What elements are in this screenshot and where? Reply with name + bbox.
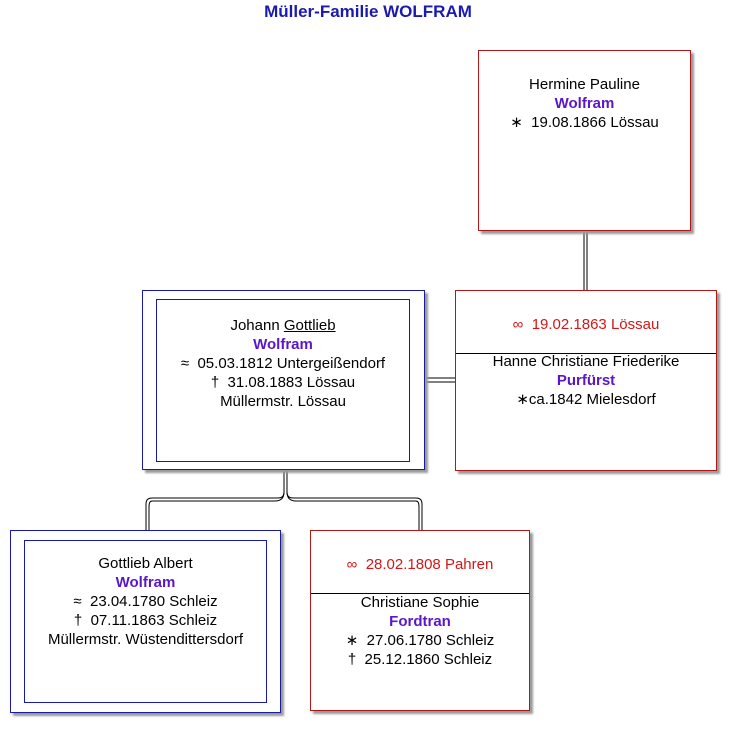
divider bbox=[456, 353, 716, 354]
death-icon: † bbox=[210, 374, 220, 391]
surname: Wolfram bbox=[115, 574, 176, 591]
page-title: Müller-Familie WOLFRAM bbox=[264, 2, 472, 21]
given-name: Gottlieb Albert bbox=[98, 555, 193, 572]
baptism-date: 23.04.1780 Schleiz bbox=[89, 593, 218, 610]
baptism-icon: ≈ bbox=[73, 593, 82, 610]
spouse-surname: Purfürst bbox=[556, 372, 616, 389]
surname: Wolfram bbox=[253, 336, 313, 353]
given-name: Hermine Pauline bbox=[529, 76, 640, 93]
spouse-birth-line: ∗ 27.06.1780 Schleiz bbox=[311, 631, 529, 650]
card-inner-frame: Gottlieb Albert Wolfram ≈ 23.04.1780 Sch… bbox=[24, 540, 267, 703]
birth-icon: ∗ bbox=[345, 632, 359, 649]
death-icon: † bbox=[73, 612, 83, 629]
spouse-birth-date: ca.1842 Mielesdorf bbox=[528, 391, 656, 408]
birth-line: ∗ 19.08.1866 Lössau bbox=[479, 113, 690, 132]
baptism-date: 05.03.1812 Untergeißendorf bbox=[197, 355, 386, 372]
marriage-icon: ∞ bbox=[346, 556, 358, 573]
card-inner-frame: Johann Gottlieb Wolfram ≈ 05.03.1812 Unt… bbox=[156, 299, 410, 462]
spouse-birth-date: 27.06.1780 Schleiz bbox=[366, 632, 495, 649]
baptism-icon: ≈ bbox=[180, 355, 190, 372]
marriage-card-1808[interactable]: ∞ 28.02.1808 Pahren Christiane Sophie Fo… bbox=[310, 530, 530, 711]
marriage-line: ∞ 28.02.1808 Pahren bbox=[311, 555, 529, 574]
spouse-death-date: 25.12.1860 Schleiz bbox=[364, 651, 493, 668]
surname: Wolfram bbox=[554, 95, 615, 112]
divider bbox=[311, 593, 529, 594]
marriage-card-1863[interactable]: ∞ 19.02.1863 Lössau Hanne Christiane Fri… bbox=[455, 290, 717, 471]
spouse-block: Hanne Christiane Friederike Purfürst ∗ca… bbox=[456, 352, 716, 409]
birth-icon: ∗ bbox=[516, 391, 529, 408]
spouse-birth-line: ∗ca.1842 Mielesdorf bbox=[456, 390, 716, 409]
person-card-gottlieb-albert[interactable]: Gottlieb Albert Wolfram ≈ 23.04.1780 Sch… bbox=[10, 530, 281, 713]
person-card-hermine[interactable]: Hermine Pauline Wolfram ∗ 19.08.1866 Lös… bbox=[478, 50, 691, 231]
baptism-line: ≈ 05.03.1812 Untergeißendorf bbox=[157, 354, 409, 373]
birth-date: 19.08.1866 Lössau bbox=[531, 114, 659, 131]
call-name: Gottlieb bbox=[283, 317, 336, 334]
death-line: † 31.08.1883 Lössau bbox=[157, 373, 409, 392]
spouse-given-name: Christiane Sophie bbox=[360, 594, 480, 611]
spouse-given-name: Hanne Christiane Friederike bbox=[492, 353, 680, 370]
marriage-icon: ∞ bbox=[512, 316, 524, 333]
marriage-date: 28.02.1808 Pahren bbox=[365, 556, 494, 573]
marriage-line: ∞ 19.02.1863 Lössau bbox=[456, 315, 716, 334]
occupation: Müllermstr. Lössau bbox=[220, 393, 346, 410]
death-date: 31.08.1883 Lössau bbox=[227, 374, 356, 391]
birth-icon: ∗ bbox=[510, 114, 523, 131]
person-card-johann[interactable]: Johann Gottlieb Wolfram ≈ 05.03.1812 Unt… bbox=[142, 290, 425, 470]
marriage-date: 19.02.1863 Lössau bbox=[531, 316, 660, 333]
occupation: Müllermstr. Wüstendittersdorf bbox=[47, 631, 244, 648]
baptism-line: ≈ 23.04.1780 Schleiz bbox=[25, 592, 266, 611]
death-date: 07.11.1863 Schleiz bbox=[90, 612, 218, 629]
given-first: Johann bbox=[230, 317, 280, 334]
spouse-death-line: † 25.12.1860 Schleiz bbox=[311, 650, 529, 669]
spouse-surname: Fordtran bbox=[389, 613, 451, 630]
spouse-block: Christiane Sophie Fordtran ∗ 27.06.1780 … bbox=[311, 593, 529, 669]
given-name: Johann Gottlieb bbox=[157, 316, 409, 335]
death-line: † 07.11.1863 Schleiz bbox=[25, 611, 266, 630]
death-icon: † bbox=[347, 651, 357, 668]
